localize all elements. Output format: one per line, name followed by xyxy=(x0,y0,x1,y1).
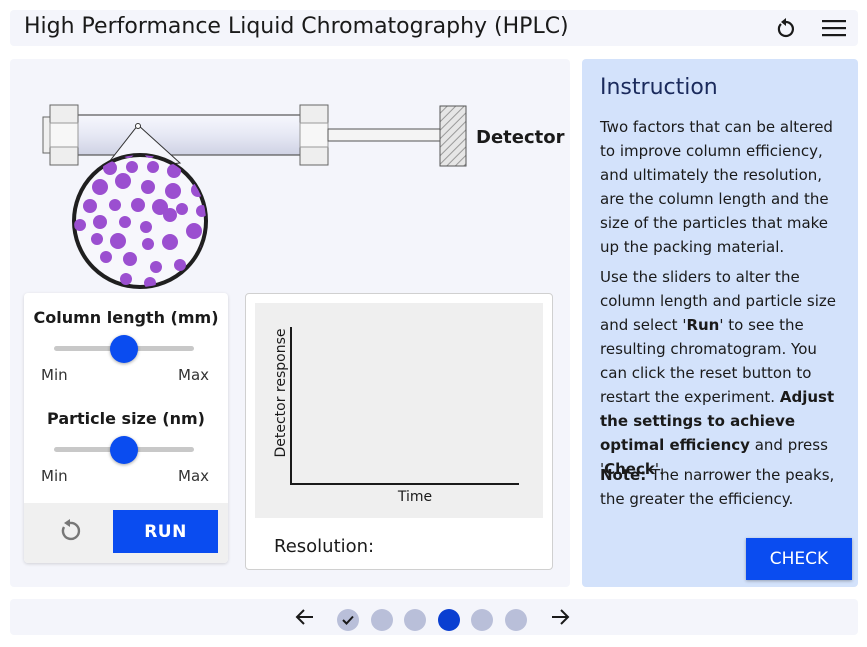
instruction-title: Instruction xyxy=(600,75,718,100)
instruction-paragraph-2: Use the sliders to alter the column leng… xyxy=(600,268,836,478)
particle-size-max: Max xyxy=(178,467,210,485)
page-dot[interactable] xyxy=(471,609,493,631)
hplc-column-illustration xyxy=(42,104,467,289)
page-title: High Performance Liquid Chromatography (… xyxy=(24,14,569,39)
run-button[interactable]: RUN xyxy=(113,510,218,553)
checkmark-icon xyxy=(342,615,354,625)
page-dot[interactable] xyxy=(504,609,527,631)
controls-card: Column length (mm) Min Max Particle size… xyxy=(24,293,228,563)
arrow-right-icon[interactable] xyxy=(548,606,572,628)
column-length-slider[interactable] xyxy=(54,334,194,364)
particle-size-label: Particle size (nm) xyxy=(47,409,205,428)
resolution-label: Resolution: xyxy=(274,536,375,557)
y-axis xyxy=(290,327,292,485)
chromatogram-card: Detector response Time Resolution: xyxy=(245,293,553,570)
x-axis-label: Time xyxy=(397,489,433,505)
check-button[interactable]: CHECK xyxy=(746,538,852,580)
controls-footer: RUN xyxy=(24,503,228,563)
page-dot[interactable] xyxy=(404,609,426,631)
header-bar: High Performance Liquid Chromatography (… xyxy=(10,10,858,46)
particle-size-thumb[interactable] xyxy=(110,436,138,464)
page-navigation xyxy=(10,599,858,635)
menu-icon[interactable] xyxy=(820,15,848,41)
column-length-label: Column length (mm) xyxy=(33,308,219,327)
instruction-note: Note: The narrower the peaks, the greate… xyxy=(600,466,835,508)
undo-icon[interactable] xyxy=(56,517,84,545)
column-length-max: Max xyxy=(178,366,210,384)
chromatogram-plot: Detector response Time xyxy=(255,303,543,518)
x-axis xyxy=(290,483,519,485)
y-axis-label: Detector response xyxy=(273,328,289,458)
reset-icon[interactable] xyxy=(772,15,800,41)
instruction-paragraph-1: Two factors that can be altered to impro… xyxy=(600,118,833,256)
instruction-panel: Instruction Two factors that can be alte… xyxy=(582,59,858,587)
particle-size-slider[interactable] xyxy=(54,435,194,465)
simulation-panel: Detector Column length (mm) Min Max Part… xyxy=(10,59,570,587)
page-dot[interactable] xyxy=(437,609,460,631)
detector-label: Detector xyxy=(476,127,565,148)
column-length-thumb[interactable] xyxy=(110,335,138,363)
particle-size-min: Min xyxy=(41,467,68,485)
page-dot[interactable] xyxy=(337,609,359,631)
page-dot[interactable] xyxy=(370,609,393,631)
arrow-left-icon[interactable] xyxy=(293,606,317,628)
column-length-min: Min xyxy=(41,366,68,384)
